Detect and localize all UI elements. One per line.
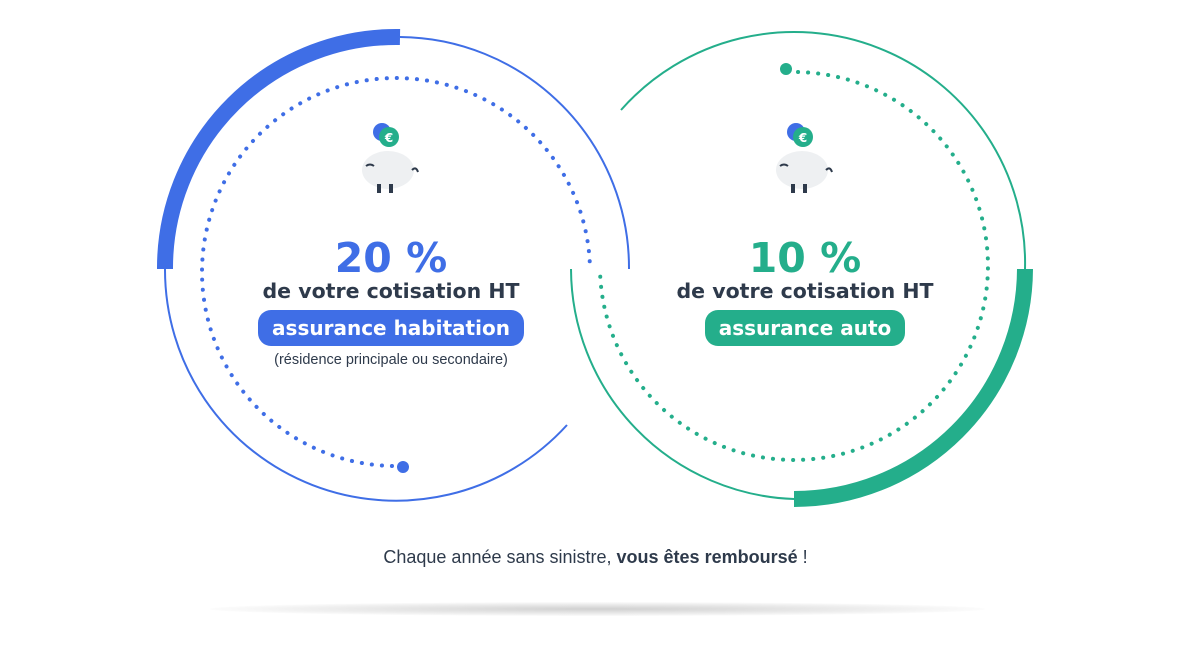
right-outer-arc [620, 31, 1027, 270]
right-percent: 10 % [748, 234, 862, 282]
right-dotted-arc [598, 70, 990, 462]
piggy-bank-euro-icon: € [776, 123, 833, 193]
right-outer-arc-lower [570, 268, 795, 500]
footer-text-bold: vous êtes remboursé [616, 547, 798, 567]
right-dot-marker [780, 63, 792, 75]
footer-shadow [210, 602, 985, 616]
right-thick-arc [793, 268, 1033, 507]
left-percent: 20 % [334, 234, 448, 282]
left-panel: € 20 % de votre cotisation HT assurance … [191, 120, 591, 368]
footer-text-after: ! [797, 547, 808, 567]
left-dot-marker [397, 461, 409, 473]
left-note: (résidence principale ou secondaire) [274, 352, 508, 368]
left-outer-arc-lower [163, 268, 568, 502]
footer-message: Chaque année sans sinistre, vous êtes re… [0, 547, 1191, 568]
left-outer-arc [399, 36, 631, 270]
left-dotted-arc [200, 76, 592, 468]
left-subtitle: de votre cotisation HT [262, 279, 520, 303]
svg-text:€: € [384, 131, 393, 145]
right-badge: assurance auto [704, 310, 906, 346]
left-badge: assurance habitation [258, 310, 524, 346]
left-thick-arc [156, 28, 401, 270]
piggy-bank-euro-icon: € [362, 123, 419, 193]
right-panel: € 10 % de votre cotisation HT assurance … [605, 120, 1005, 346]
footer-text-before: Chaque année sans sinistre, [383, 547, 617, 567]
svg-text:€: € [798, 131, 807, 145]
right-subtitle: de votre cotisation HT [676, 279, 934, 303]
